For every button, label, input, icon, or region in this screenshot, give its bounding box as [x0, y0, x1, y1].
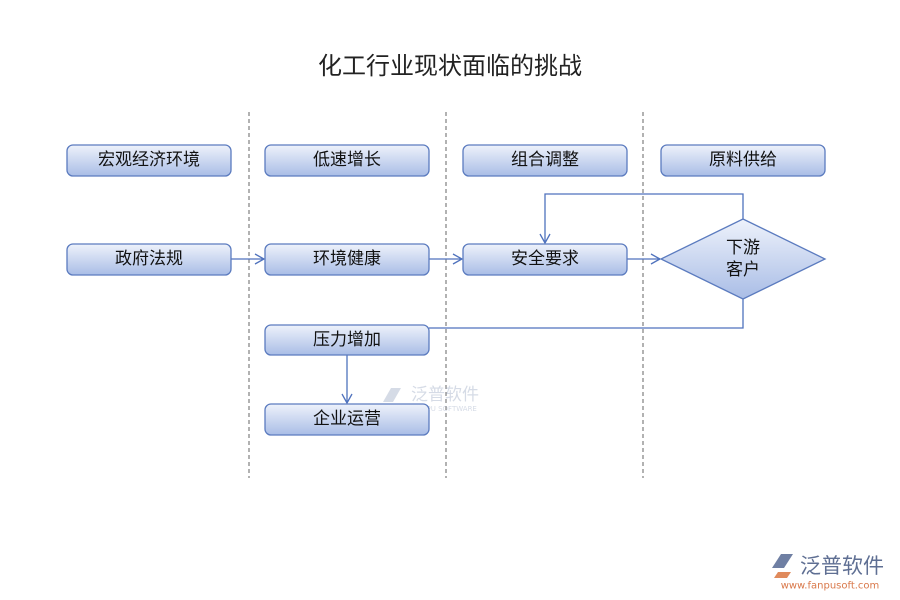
svg-text:低速增长: 低速增长: [313, 150, 381, 170]
svg-text:原料供给: 原料供给: [709, 150, 777, 170]
svg-text:FANPU SOFTWARE: FANPU SOFTWARE: [413, 405, 477, 413]
svg-text:政府法规: 政府法规: [115, 249, 183, 269]
svg-text:www.fanpusoft.com: www.fanpusoft.com: [781, 581, 880, 592]
node-downstream-customer: 下游 客户: [659, 218, 827, 300]
node-low-growth: 低速增长: [264, 144, 430, 177]
arrow-downstream-safety-loop: [539, 193, 744, 245]
node-raw-supply: 原料供给: [660, 144, 826, 177]
node-macro-economy: 宏观经济环境: [66, 144, 232, 177]
svg-text:下游: 下游: [726, 238, 760, 258]
logo-icon: [772, 554, 793, 568]
brand-logo: 泛普软件 www.fanpusoft.com: [772, 554, 884, 592]
svg-text:宏观经济环境: 宏观经济环境: [98, 150, 200, 170]
node-env-health: 环境健康: [264, 243, 430, 276]
node-pressure: 压力增加: [264, 324, 430, 356]
page-title: 化工行业现状面临的挑战: [318, 52, 582, 80]
svg-text:组合调整: 组合调整: [511, 150, 579, 170]
line-downstream-pressure: [429, 299, 744, 329]
svg-text:客户: 客户: [726, 260, 760, 280]
svg-text:压力增加: 压力增加: [313, 330, 381, 350]
svg-text:泛普软件: 泛普软件: [800, 554, 884, 578]
svg-text:企业运营: 企业运营: [313, 409, 381, 429]
svg-text:安全要求: 安全要求: [511, 249, 579, 269]
svg-text:泛普软件: 泛普软件: [411, 385, 479, 405]
node-regulation: 政府法规: [66, 243, 232, 276]
node-operation: 企业运营: [264, 403, 430, 436]
node-safety: 安全要求: [462, 243, 628, 276]
svg-text:环境健康: 环境健康: [313, 249, 381, 269]
node-restructuring: 组合调整: [462, 144, 628, 177]
